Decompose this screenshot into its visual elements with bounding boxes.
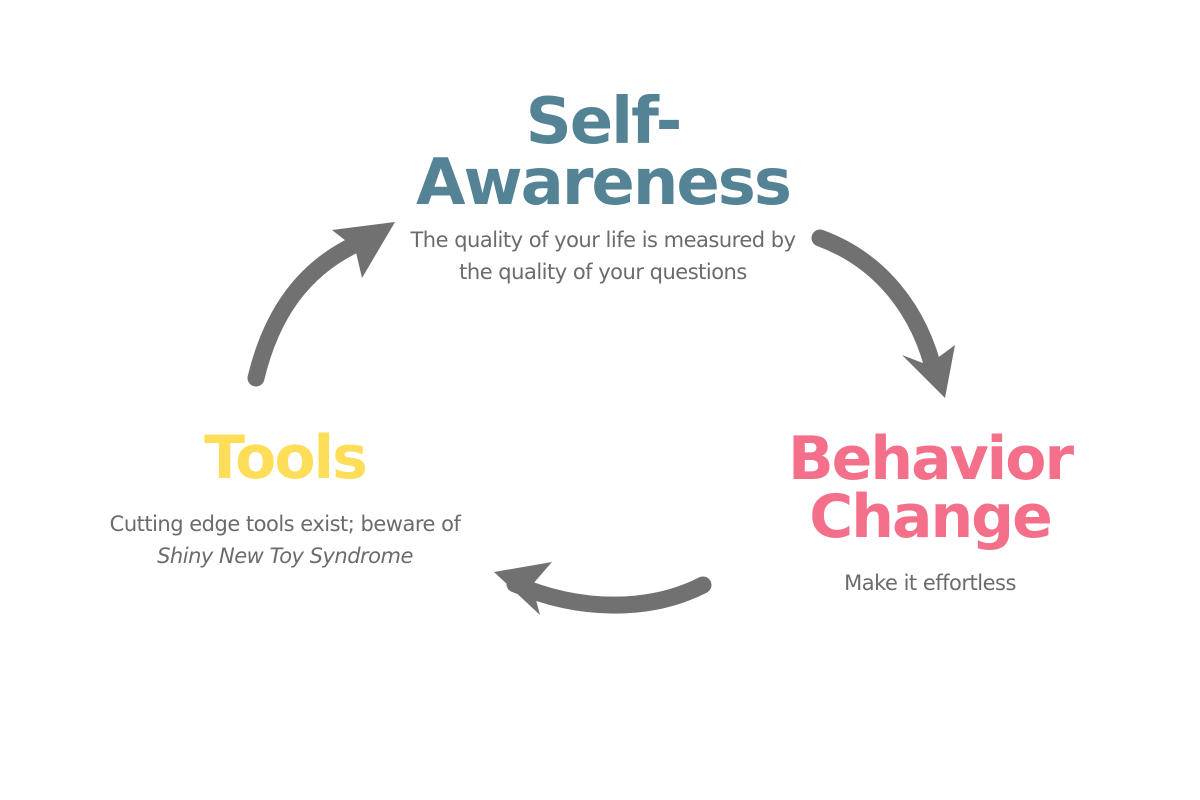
self-awareness-title-line2: Awareness (416, 146, 792, 220)
tools-description: Cutting edge tools exist; beware of Shin… (85, 508, 485, 572)
arrow-behavior-to-tools (506, 575, 712, 614)
self-awareness-title-line1: Self- (525, 85, 683, 159)
arrowhead-left-icon (494, 562, 552, 615)
tools-description-text: Cutting edge tools exist; beware of (109, 512, 461, 536)
arrow-self-awareness-to-behavior (811, 229, 944, 384)
self-awareness-title: Self- Awareness (403, 85, 803, 220)
tools-description-italic: Shiny New Toy Syndrome (157, 544, 413, 568)
tools-title: Tools (204, 423, 368, 493)
behavior-change-title-line1: Behavior (787, 424, 1074, 494)
arrowhead-down-icon (902, 345, 955, 398)
arrowhead-up-right-icon (332, 222, 395, 278)
behavior-change-title: Behavior Change (770, 424, 1090, 552)
self-awareness-description: The quality of your life is measured by … (410, 228, 796, 284)
behavior-change-title-line2: Change (809, 482, 1053, 552)
behavior-change-description: Make it effortless (844, 571, 1016, 595)
arrow-tools-to-self-awareness (247, 229, 379, 387)
